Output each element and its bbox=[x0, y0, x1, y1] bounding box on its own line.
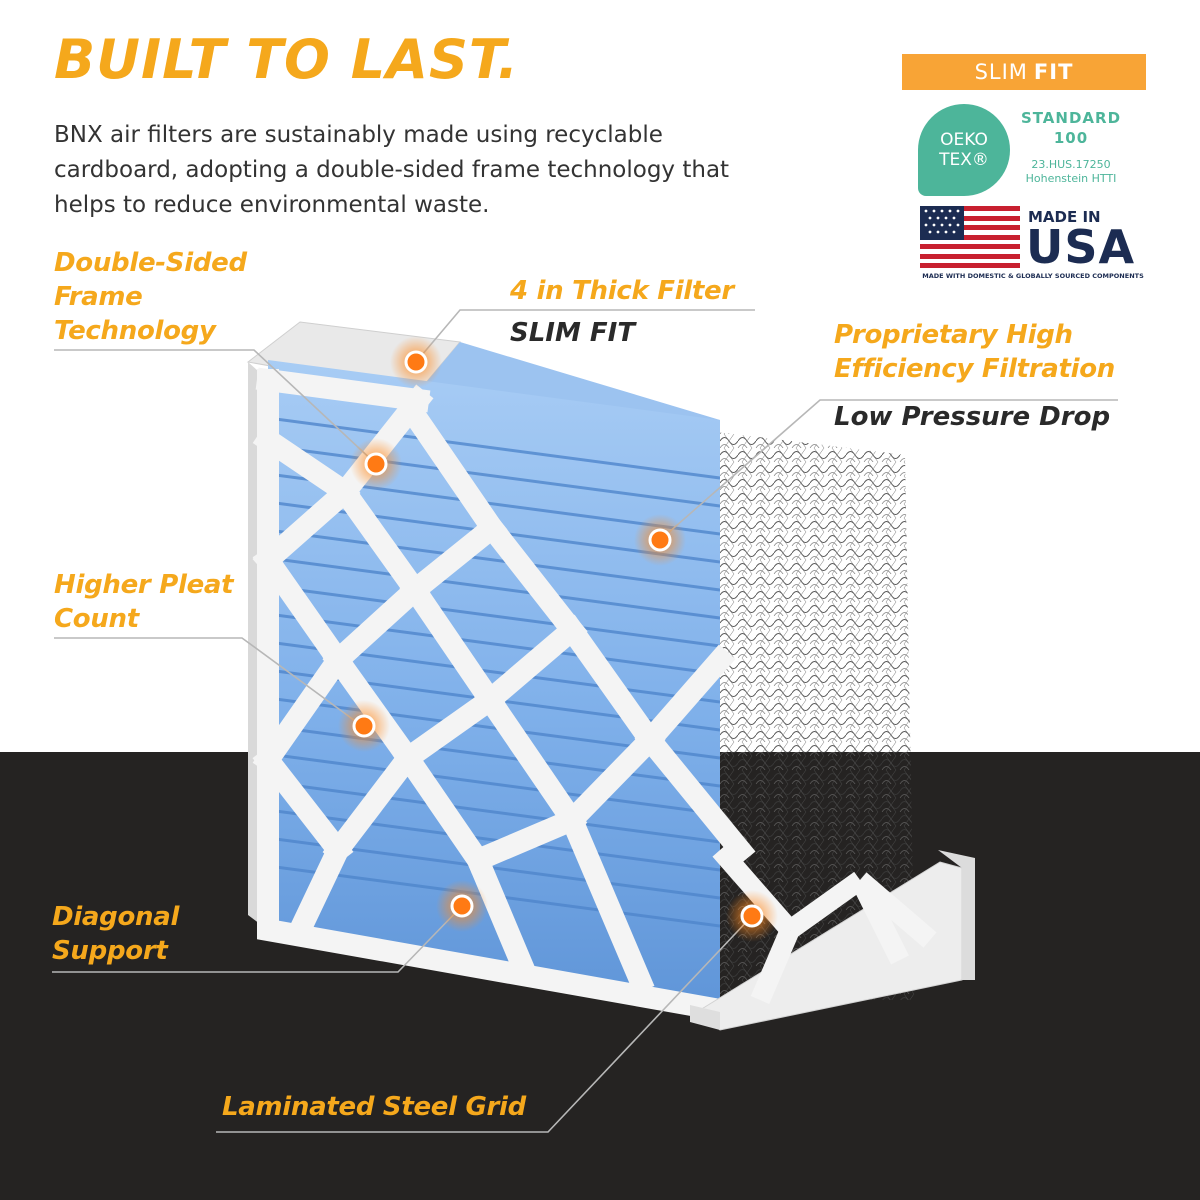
callout-slim-fit: SLIM FIT bbox=[510, 318, 636, 348]
cert-institute: Hohenstein HTTI bbox=[1025, 172, 1117, 185]
standard-number: 100 bbox=[1053, 129, 1089, 147]
usa-text: USA bbox=[1026, 220, 1136, 274]
usa-fine-print: MADE WITH DOMESTIC & GLOBALLY SOURCED CO… bbox=[922, 272, 1144, 280]
standard-label: STANDARD bbox=[1020, 109, 1122, 127]
callout-diagonal-support: Diagonal Support bbox=[52, 900, 179, 968]
us-flag-icon bbox=[920, 206, 1020, 268]
callout-line: Count bbox=[54, 604, 139, 634]
steel-mesh bbox=[700, 430, 915, 1000]
oeko-standard: STANDARD 100 bbox=[1016, 108, 1126, 148]
callout-pleat-count: Higher Pleat Count bbox=[54, 568, 234, 636]
callout-line: Support bbox=[52, 936, 168, 966]
oeko-text: OEKO bbox=[940, 130, 988, 150]
intro-text: BNX air filters are sustainably made usi… bbox=[54, 122, 730, 218]
headline: BUILT TO LAST. bbox=[54, 28, 520, 91]
tex-text: TEX® bbox=[939, 150, 989, 170]
oeko-tex-logo: OEKO TEX® bbox=[918, 104, 1010, 196]
callout-steel-grid: Laminated Steel Grid bbox=[222, 1092, 526, 1122]
cert-code: 23.HUS.17250 bbox=[1031, 158, 1111, 171]
oeko-cert: 23.HUS.17250 Hohenstein HTTI bbox=[1016, 158, 1126, 186]
callout-line: Efficiency Filtration bbox=[834, 354, 1115, 384]
slim-text: SLIM bbox=[974, 60, 1028, 84]
callout-line: Higher Pleat bbox=[54, 570, 234, 600]
callout-line: Technology bbox=[54, 316, 216, 346]
diagonal-frame-grid bbox=[252, 367, 756, 1023]
callout-line: Frame bbox=[54, 282, 143, 312]
callout-line: Double-Sided bbox=[54, 248, 247, 278]
callout-efficiency: Proprietary High Efficiency Filtration bbox=[834, 318, 1115, 386]
callout-double-sided-frame: Double-Sided Frame Technology bbox=[54, 246, 247, 348]
callout-thick-filter: 4 in Thick Filter bbox=[510, 276, 734, 306]
callout-lines bbox=[52, 309, 1118, 1133]
hotspot-dots bbox=[338, 336, 778, 942]
callout-line: Diagonal bbox=[52, 902, 180, 932]
callout-line: Proprietary High bbox=[834, 320, 1073, 350]
fit-text: FIT bbox=[1033, 60, 1074, 84]
callout-low-pressure: Low Pressure Drop bbox=[834, 402, 1111, 432]
made-in-text: MADE IN bbox=[1028, 208, 1101, 226]
